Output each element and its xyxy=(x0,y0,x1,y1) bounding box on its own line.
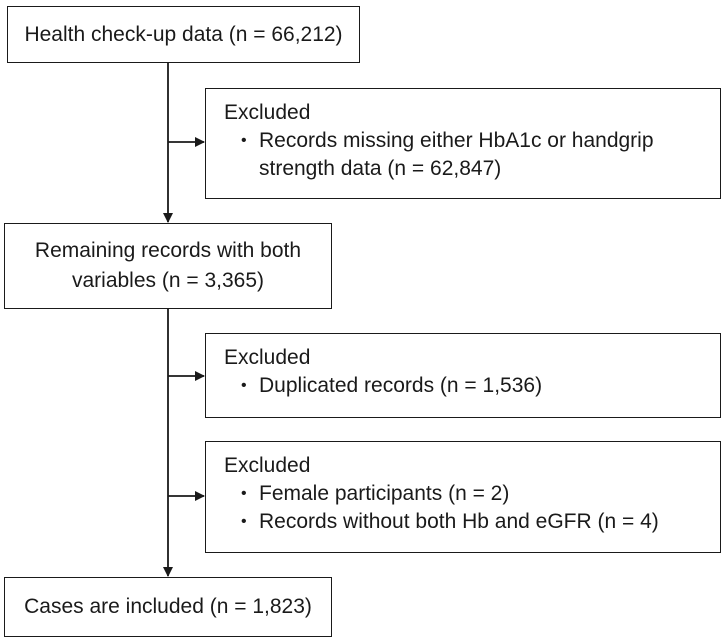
exclusion-1-title: Excluded xyxy=(224,101,311,124)
exclusion-2-item: Duplicated records (n = 1,536) xyxy=(241,372,702,400)
exclusion-1-item: Records missing either HbA1c or handgrip… xyxy=(241,127,702,183)
exclusion-2-list: Duplicated records (n = 1,536) xyxy=(224,372,702,400)
exclusion-3-item: Records without both Hb and eGFR (n = 4) xyxy=(241,508,702,536)
start-box: Health check-up data (n = 66,212) xyxy=(7,6,360,63)
exclusion-3-item: Female participants (n = 2) xyxy=(241,480,702,508)
final-box: Cases are included (n = 1,823) xyxy=(4,577,332,637)
remaining-box-line-2: variables (n = 3,365) xyxy=(71,269,265,292)
exclusion-3-list: Female participants (n = 2) Records with… xyxy=(224,480,702,536)
remaining-box: Remaining records with both variables (n… xyxy=(4,223,332,309)
final-box-label: Cases are included (n = 1,823) xyxy=(24,595,312,618)
exclusion-box-3: Excluded Female participants (n = 2) Rec… xyxy=(205,441,721,553)
exclusion-2-title: Excluded xyxy=(224,346,311,369)
exclusion-box-2: Excluded Duplicated records (n = 1,536) xyxy=(205,333,721,418)
exclusion-3-title: Excluded xyxy=(224,454,311,477)
remaining-box-line-1: Remaining records with both xyxy=(34,239,302,262)
start-box-label: Health check-up data (n = 66,212) xyxy=(24,22,343,46)
exclusion-box-1: Excluded Records missing either HbA1c or… xyxy=(205,88,721,199)
exclusion-1-list: Records missing either HbA1c or handgrip… xyxy=(224,127,702,183)
